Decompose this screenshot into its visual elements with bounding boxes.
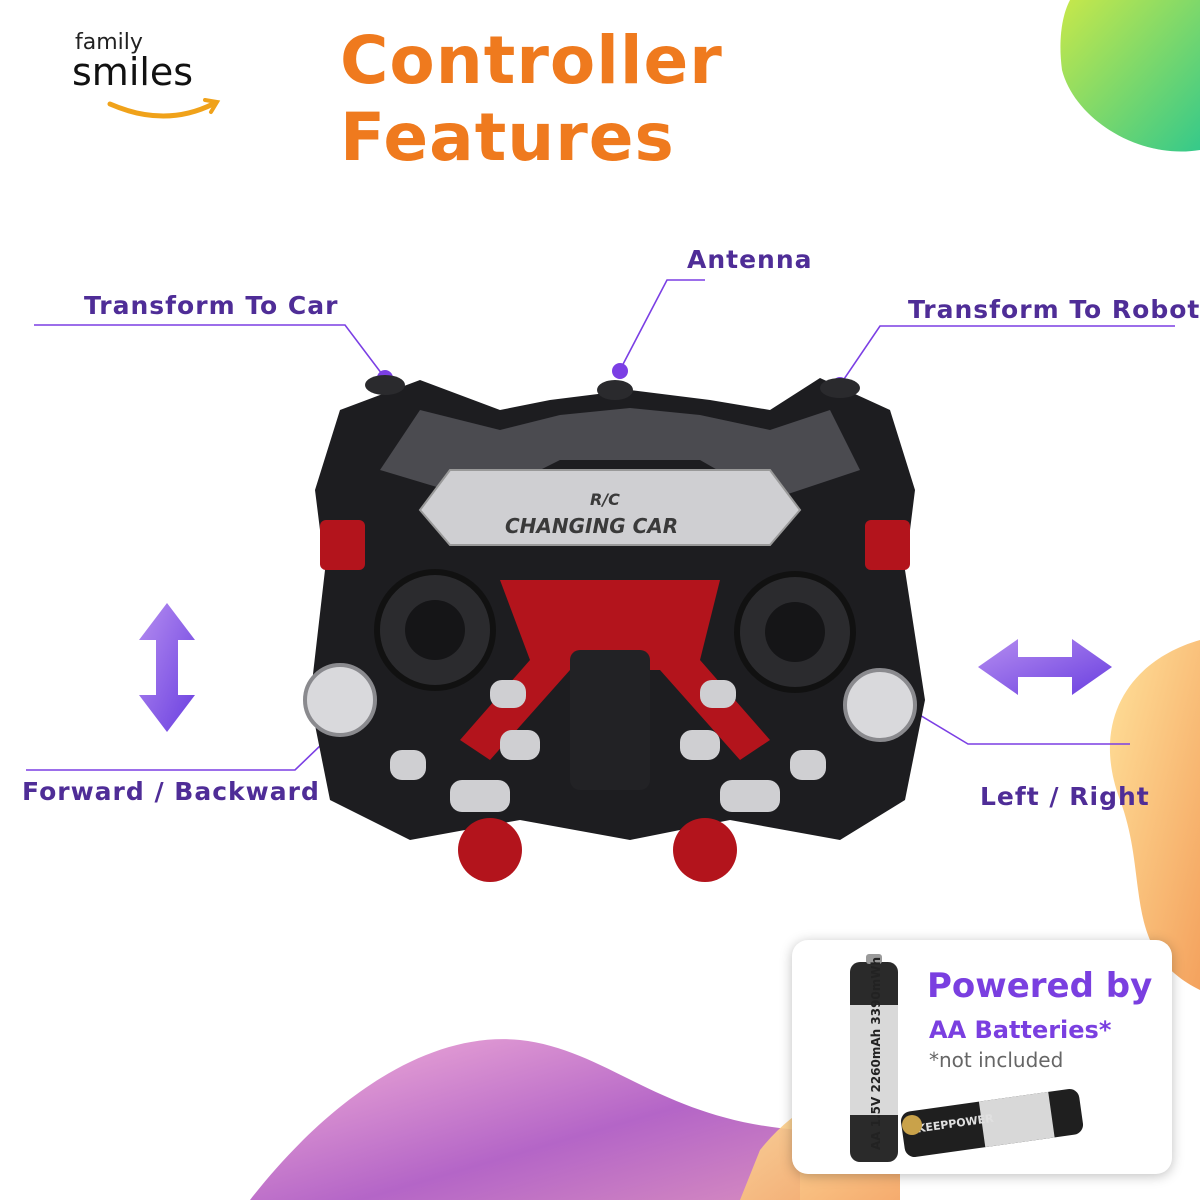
aa-batteries-text: AA Batteries* xyxy=(929,1016,1112,1044)
callout-line-transform-robot xyxy=(839,325,1175,386)
logo-text-smiles: smiles xyxy=(72,50,194,94)
logo-text-family: family xyxy=(75,30,143,55)
panel-text-rc: R/C xyxy=(590,490,620,509)
panel-text-changing-car: CHANGING CAR xyxy=(505,514,678,538)
up-down-arrow-icon xyxy=(139,603,195,732)
label-transform-robot: Transform To Robot xyxy=(908,295,1200,324)
transform-robot-button xyxy=(820,378,860,398)
label-antenna: Antenna xyxy=(687,245,813,274)
antenna-knob xyxy=(597,380,633,400)
powered-by-text: Powered by xyxy=(927,966,1153,1006)
left-trim-dial xyxy=(303,663,377,737)
right-red-button xyxy=(673,818,737,882)
page-title: Controller Features xyxy=(340,22,723,176)
label-transform-car: Transform To Car xyxy=(84,291,339,320)
green-blob xyxy=(1060,0,1200,152)
rc-controller-image: R/C CHANGING CAR xyxy=(303,375,925,882)
pink-blob xyxy=(250,1039,800,1200)
battery-image: AA 1.5V 2260mAh 3390mWh KEEPPOWER xyxy=(850,954,1084,1162)
controller-label-panel xyxy=(418,469,802,546)
right-trim-dial xyxy=(843,668,917,742)
left-red-button xyxy=(458,818,522,882)
battery-spec-text: AA 1.5V 2260mAh 3390mWh xyxy=(869,957,883,1150)
orange-blob xyxy=(1109,640,1200,990)
brand-logo: family smiles xyxy=(60,30,250,130)
label-forward-backward: Forward / Backward xyxy=(22,777,320,806)
left-right-arrow-icon xyxy=(978,639,1112,695)
callout-line-antenna xyxy=(619,279,705,371)
transform-car-button xyxy=(365,375,405,395)
not-included-text: *not included xyxy=(929,1048,1064,1072)
battery-info-card: AA 1.5V 2260mAh 3390mWh KEEPPOWER Powere… xyxy=(792,940,1172,1174)
label-left-right: Left / Right xyxy=(980,782,1150,811)
callout-dot-antenna xyxy=(612,363,628,379)
callout-line-transform-car xyxy=(34,324,386,379)
smile-icon xyxy=(107,98,221,119)
